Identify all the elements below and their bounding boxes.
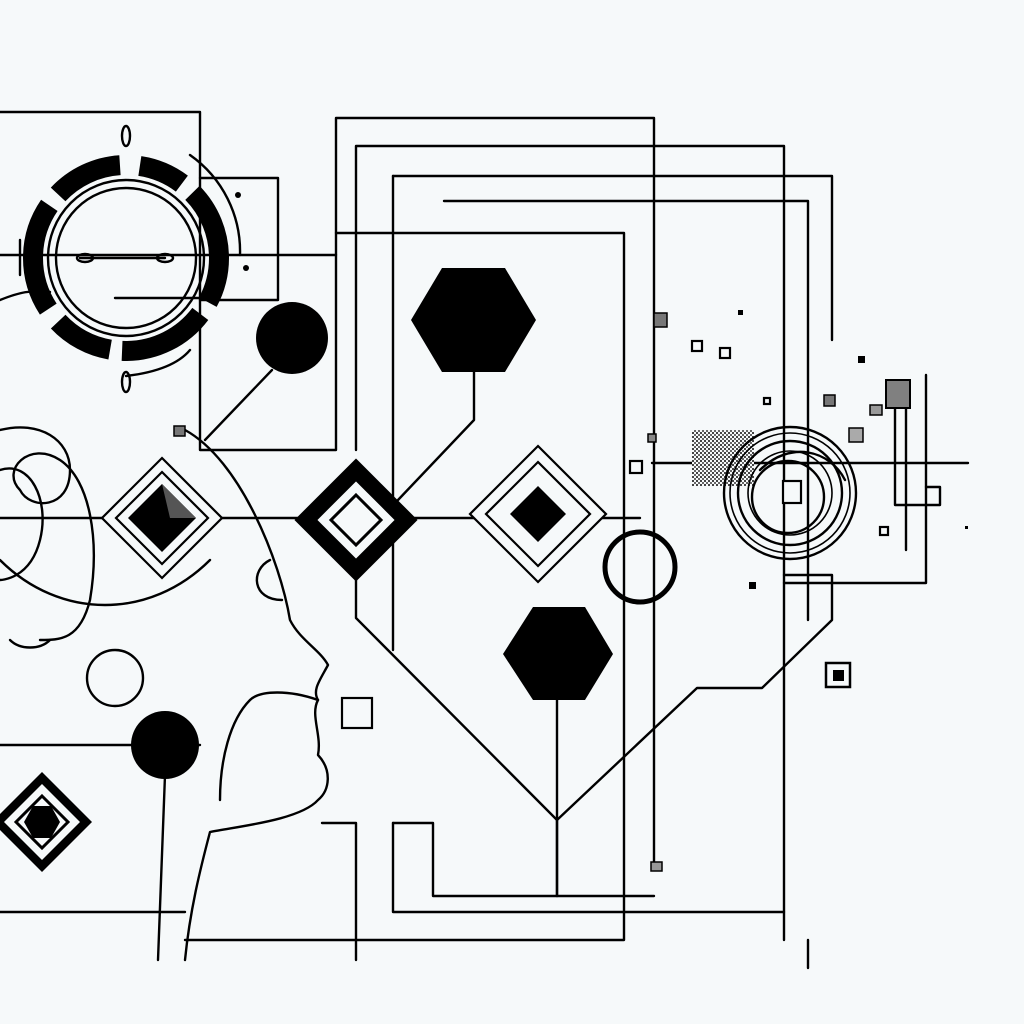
circuit-lines (0, 110, 970, 970)
scattered-square-icon (173, 310, 968, 872)
nested-diamond-icon (0, 444, 608, 872)
profile-head-outline (0, 426, 330, 962)
hexagon-icon (396, 268, 613, 898)
filled-circle-node-icon (131, 302, 328, 962)
concentric-circle-icon (692, 425, 858, 561)
hollow-circle-icon (602, 529, 678, 605)
segmented-ring-icon (0, 124, 249, 394)
